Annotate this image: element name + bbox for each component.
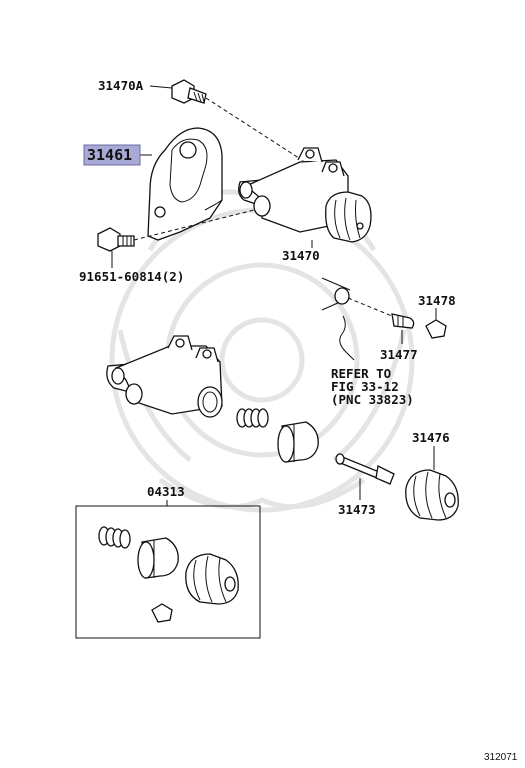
dash-31470a	[205, 97, 306, 163]
piston[interactable]	[277, 421, 319, 463]
leader-31470a	[149, 85, 173, 89]
kit-boot[interactable]	[185, 553, 239, 605]
label-31478: 31478	[418, 293, 456, 308]
label-31470: 31470	[282, 248, 320, 263]
label-91651-60814: 91651-60814(2)	[79, 269, 184, 284]
label-04313: 04313	[147, 484, 185, 499]
push-rod-31473[interactable]	[335, 453, 395, 485]
cap-31478[interactable]	[425, 319, 447, 339]
label-31473: 31473	[338, 502, 376, 517]
cylinder-body[interactable]	[106, 335, 223, 418]
dash-31477	[347, 297, 393, 317]
release-cylinder-31470[interactable]	[238, 147, 372, 243]
label-31461: 31461	[87, 146, 132, 164]
label-31477: 31477	[380, 347, 418, 362]
refer-line-2: FIG 33-12	[331, 379, 399, 394]
hose-reference	[321, 277, 355, 361]
dash-91651	[133, 207, 263, 241]
bleeder-plug-31477[interactable]	[391, 313, 415, 329]
boot-31476[interactable]	[405, 469, 459, 521]
bolt-31470a[interactable]	[171, 79, 207, 104]
spring[interactable]	[236, 408, 269, 428]
kit-spring[interactable]	[98, 526, 131, 549]
bolt-91651-60814[interactable]	[97, 227, 135, 252]
bracket-31461[interactable]	[147, 127, 223, 241]
footer-code: 312071	[484, 752, 518, 763]
label-31476: 31476	[412, 430, 450, 445]
refer-line-1: REFER TO	[331, 366, 391, 381]
kit-box-04313	[75, 505, 261, 639]
highlighted-part-31461[interactable]: 31461	[83, 144, 141, 166]
kit-cap[interactable]	[151, 603, 173, 623]
kit-piston[interactable]	[137, 537, 179, 579]
label-31470a: 31470A	[98, 78, 144, 93]
refer-line-3: (PNC 33823)	[331, 392, 414, 407]
